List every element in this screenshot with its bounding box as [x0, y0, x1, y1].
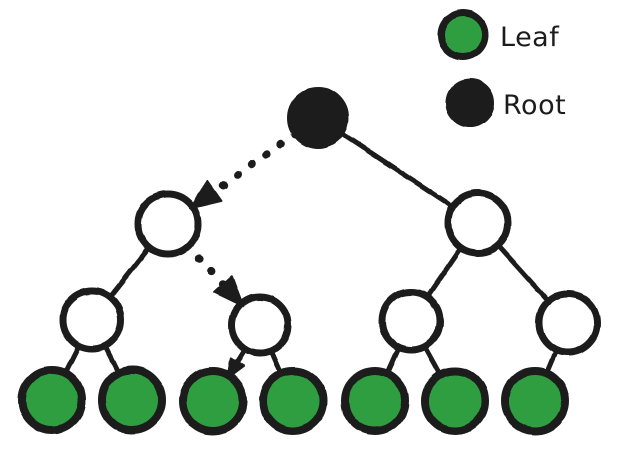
legend-label-leaf: Leaf — [500, 22, 560, 53]
edge-n2-to-n6 — [494, 242, 552, 305]
edge-n5-to-l6 — [421, 343, 444, 379]
arrowhead-icon-root-to-n1 — [189, 180, 223, 210]
legend-item-root: Root — [445, 78, 566, 128]
root-swatch-icon — [445, 78, 495, 128]
legend-item-leaf: Leaf — [437, 9, 560, 61]
nodes-layer — [18, 87, 601, 435]
tree-node-internal-n4[interactable] — [228, 293, 292, 357]
tree-node-internal-n5[interactable] — [378, 288, 444, 354]
arrowhead-icon-n1-to-n4 — [213, 275, 245, 308]
edge-n1-to-n3 — [106, 244, 153, 301]
edge-root-to-n1 — [208, 130, 300, 197]
arrowhead-icon-n4-to-l3 — [226, 356, 245, 380]
edge-n2-to-n5 — [424, 244, 465, 301]
tree-node-leaf-l6[interactable] — [421, 367, 489, 435]
tree-node-root-root[interactable] — [287, 87, 349, 149]
edge-root-to-n2 — [338, 130, 457, 210]
tree-node-leaf-l4[interactable] — [259, 367, 327, 435]
tree-node-leaf-l3[interactable] — [179, 367, 247, 435]
tree-node-internal-n1[interactable] — [134, 190, 202, 258]
tree-node-internal-n6[interactable] — [535, 290, 601, 356]
tree-node-internal-n2[interactable] — [444, 189, 512, 257]
tree-node-leaf-l5[interactable] — [341, 367, 409, 435]
edge-n3-to-l2 — [102, 342, 122, 377]
tree-node-leaf-l2[interactable] — [98, 366, 166, 434]
arrowheads-layer — [189, 180, 245, 380]
edge-n1-to-n4 — [183, 241, 229, 290]
tree-node-internal-n3[interactable] — [59, 287, 125, 353]
edge-n5-to-l5 — [384, 344, 403, 378]
edges-layer — [62, 130, 560, 379]
legend: Leaf Root — [437, 9, 566, 128]
tree-node-leaf-l1[interactable] — [18, 366, 86, 434]
tree-node-leaf-l7[interactable] — [501, 367, 569, 435]
edge-n3-to-l1 — [62, 342, 82, 377]
leaf-swatch-icon — [437, 9, 489, 61]
legend-label-root: Root — [503, 90, 566, 121]
